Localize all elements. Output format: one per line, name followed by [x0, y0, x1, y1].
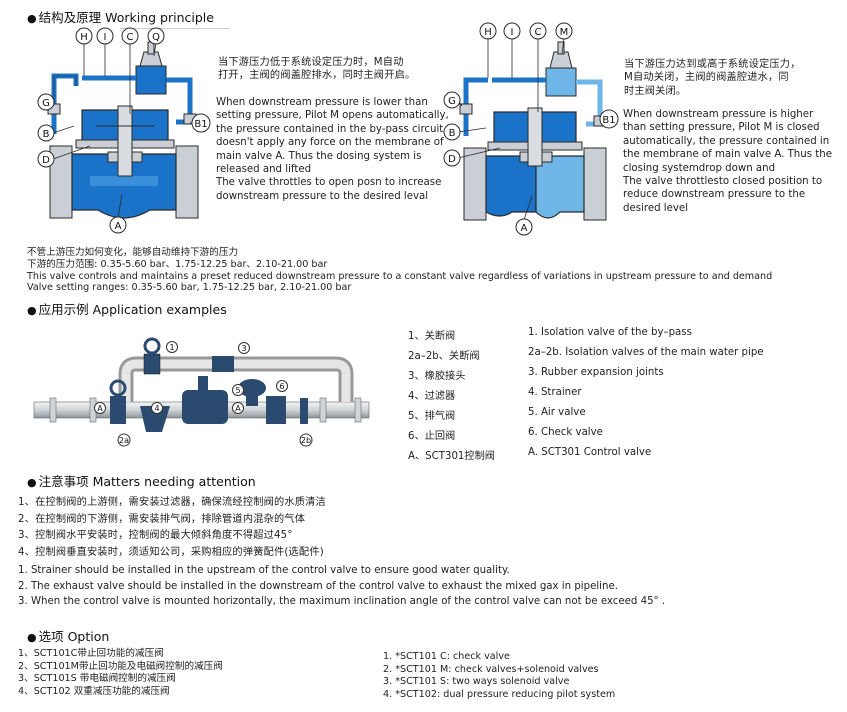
svg-text:4: 4 — [154, 404, 159, 413]
svg-text:C: C — [535, 27, 542, 38]
svg-text:B1: B1 — [602, 115, 615, 126]
svg-text:A: A — [115, 221, 122, 232]
divider — [120, 28, 230, 29]
svg-text:M: M — [560, 27, 569, 38]
summary-text: 不管上游压力如何变化，能够自动维持下游的压力 下游的压力范围: 0.35-5.6… — [27, 247, 773, 294]
option-list-cn: 1、SCT101C带止回功能的减压阀 2、SCT101M带止回功能及电磁阀控制的… — [18, 648, 223, 697]
svg-text:3: 3 — [241, 344, 246, 353]
section-option: ●选项 Option — [27, 629, 110, 644]
svg-text:H: H — [484, 27, 492, 38]
svg-text:2a: 2a — [119, 436, 129, 445]
legend-item: 1、关断阀 1. Isolation valve of the by–pass — [408, 327, 692, 342]
legend-item: A、SCT301控制阀 A. SCT301 Control valve — [408, 447, 652, 462]
svg-text:D: D — [448, 154, 456, 165]
svg-text:Q: Q — [152, 32, 160, 43]
svg-text:B: B — [449, 128, 456, 139]
svg-text:A: A — [521, 223, 528, 234]
application-legend: 1、关断阀 1. Isolation valve of the by–pass … — [408, 327, 764, 467]
svg-text:A: A — [235, 404, 241, 413]
label-H: H — [80, 32, 88, 43]
svg-text:D: D — [42, 155, 50, 166]
svg-text:I: I — [511, 27, 514, 38]
attention-list-en: 1. Strainer should be installed in the u… — [18, 565, 666, 607]
bullet-icon: ● — [27, 476, 37, 489]
svg-text:B1: B1 — [194, 119, 207, 130]
left-desc-cn: 当下游压力低于系统设定压力时，M自动 打开，主阀的阀盖腔排水，同时主阀开启。 — [218, 57, 416, 82]
svg-text:A: A — [97, 404, 103, 413]
svg-text:G: G — [42, 98, 50, 109]
section-application: ●应用示例 Application examples — [27, 302, 227, 317]
svg-text:I: I — [104, 32, 107, 43]
legend-item: 4、过滤器 4. Strainer — [408, 387, 582, 402]
bullet-icon: ● — [27, 631, 37, 644]
valve-diagram-closed: H I C M G B D B1 A — [443, 22, 619, 236]
legend-item: 5、排气阀 5. Air valve — [408, 407, 586, 422]
svg-text:B: B — [43, 129, 50, 140]
left-desc-en: When downstream pressure is lower than s… — [216, 97, 449, 202]
legend-item: 2a–2b、关断阀 2a–2b. Isolation valves of the… — [408, 347, 764, 362]
valve-diagram-open: H I C Q G B D B1 A — [37, 27, 211, 234]
bullet-icon: ● — [27, 304, 37, 317]
section-attention: ●注意事项 Matters needing attention — [27, 474, 256, 489]
svg-text:1: 1 — [169, 343, 174, 352]
svg-text:G: G — [448, 96, 456, 107]
svg-text:6: 6 — [279, 382, 284, 391]
legend-item: 3、橡胶接头 3. Rubber expansion joints — [408, 367, 664, 382]
svg-text:2b: 2b — [301, 436, 311, 445]
attention-list-cn: 1、在控制阀的上游侧，需安装过滤器，确保流经控制阀的水质清洁 2、在控制阀的下游… — [18, 497, 326, 558]
application-pipeline-diagram: 1 3 4 5 6 A 2a 2b A — [33, 337, 370, 447]
legend-item: 6、止回阀 6. Check valve — [408, 427, 603, 442]
bullet-icon: ● — [27, 12, 37, 25]
right-desc-cn: 当下游压力达到或高于系统设定压力， M自动关闭，主阀的阀盖腔进水，同 时主阀关闭… — [624, 59, 801, 97]
section-working-principle: ●结构及原理 Working principle — [27, 10, 214, 25]
svg-text:C: C — [127, 32, 134, 43]
option-list-en: 1. *SCT101 C: check valve 2. *SCT101 M: … — [383, 651, 616, 700]
right-desc-en: When downstream pressure is higher than … — [623, 109, 832, 214]
svg-text:5: 5 — [235, 386, 240, 395]
